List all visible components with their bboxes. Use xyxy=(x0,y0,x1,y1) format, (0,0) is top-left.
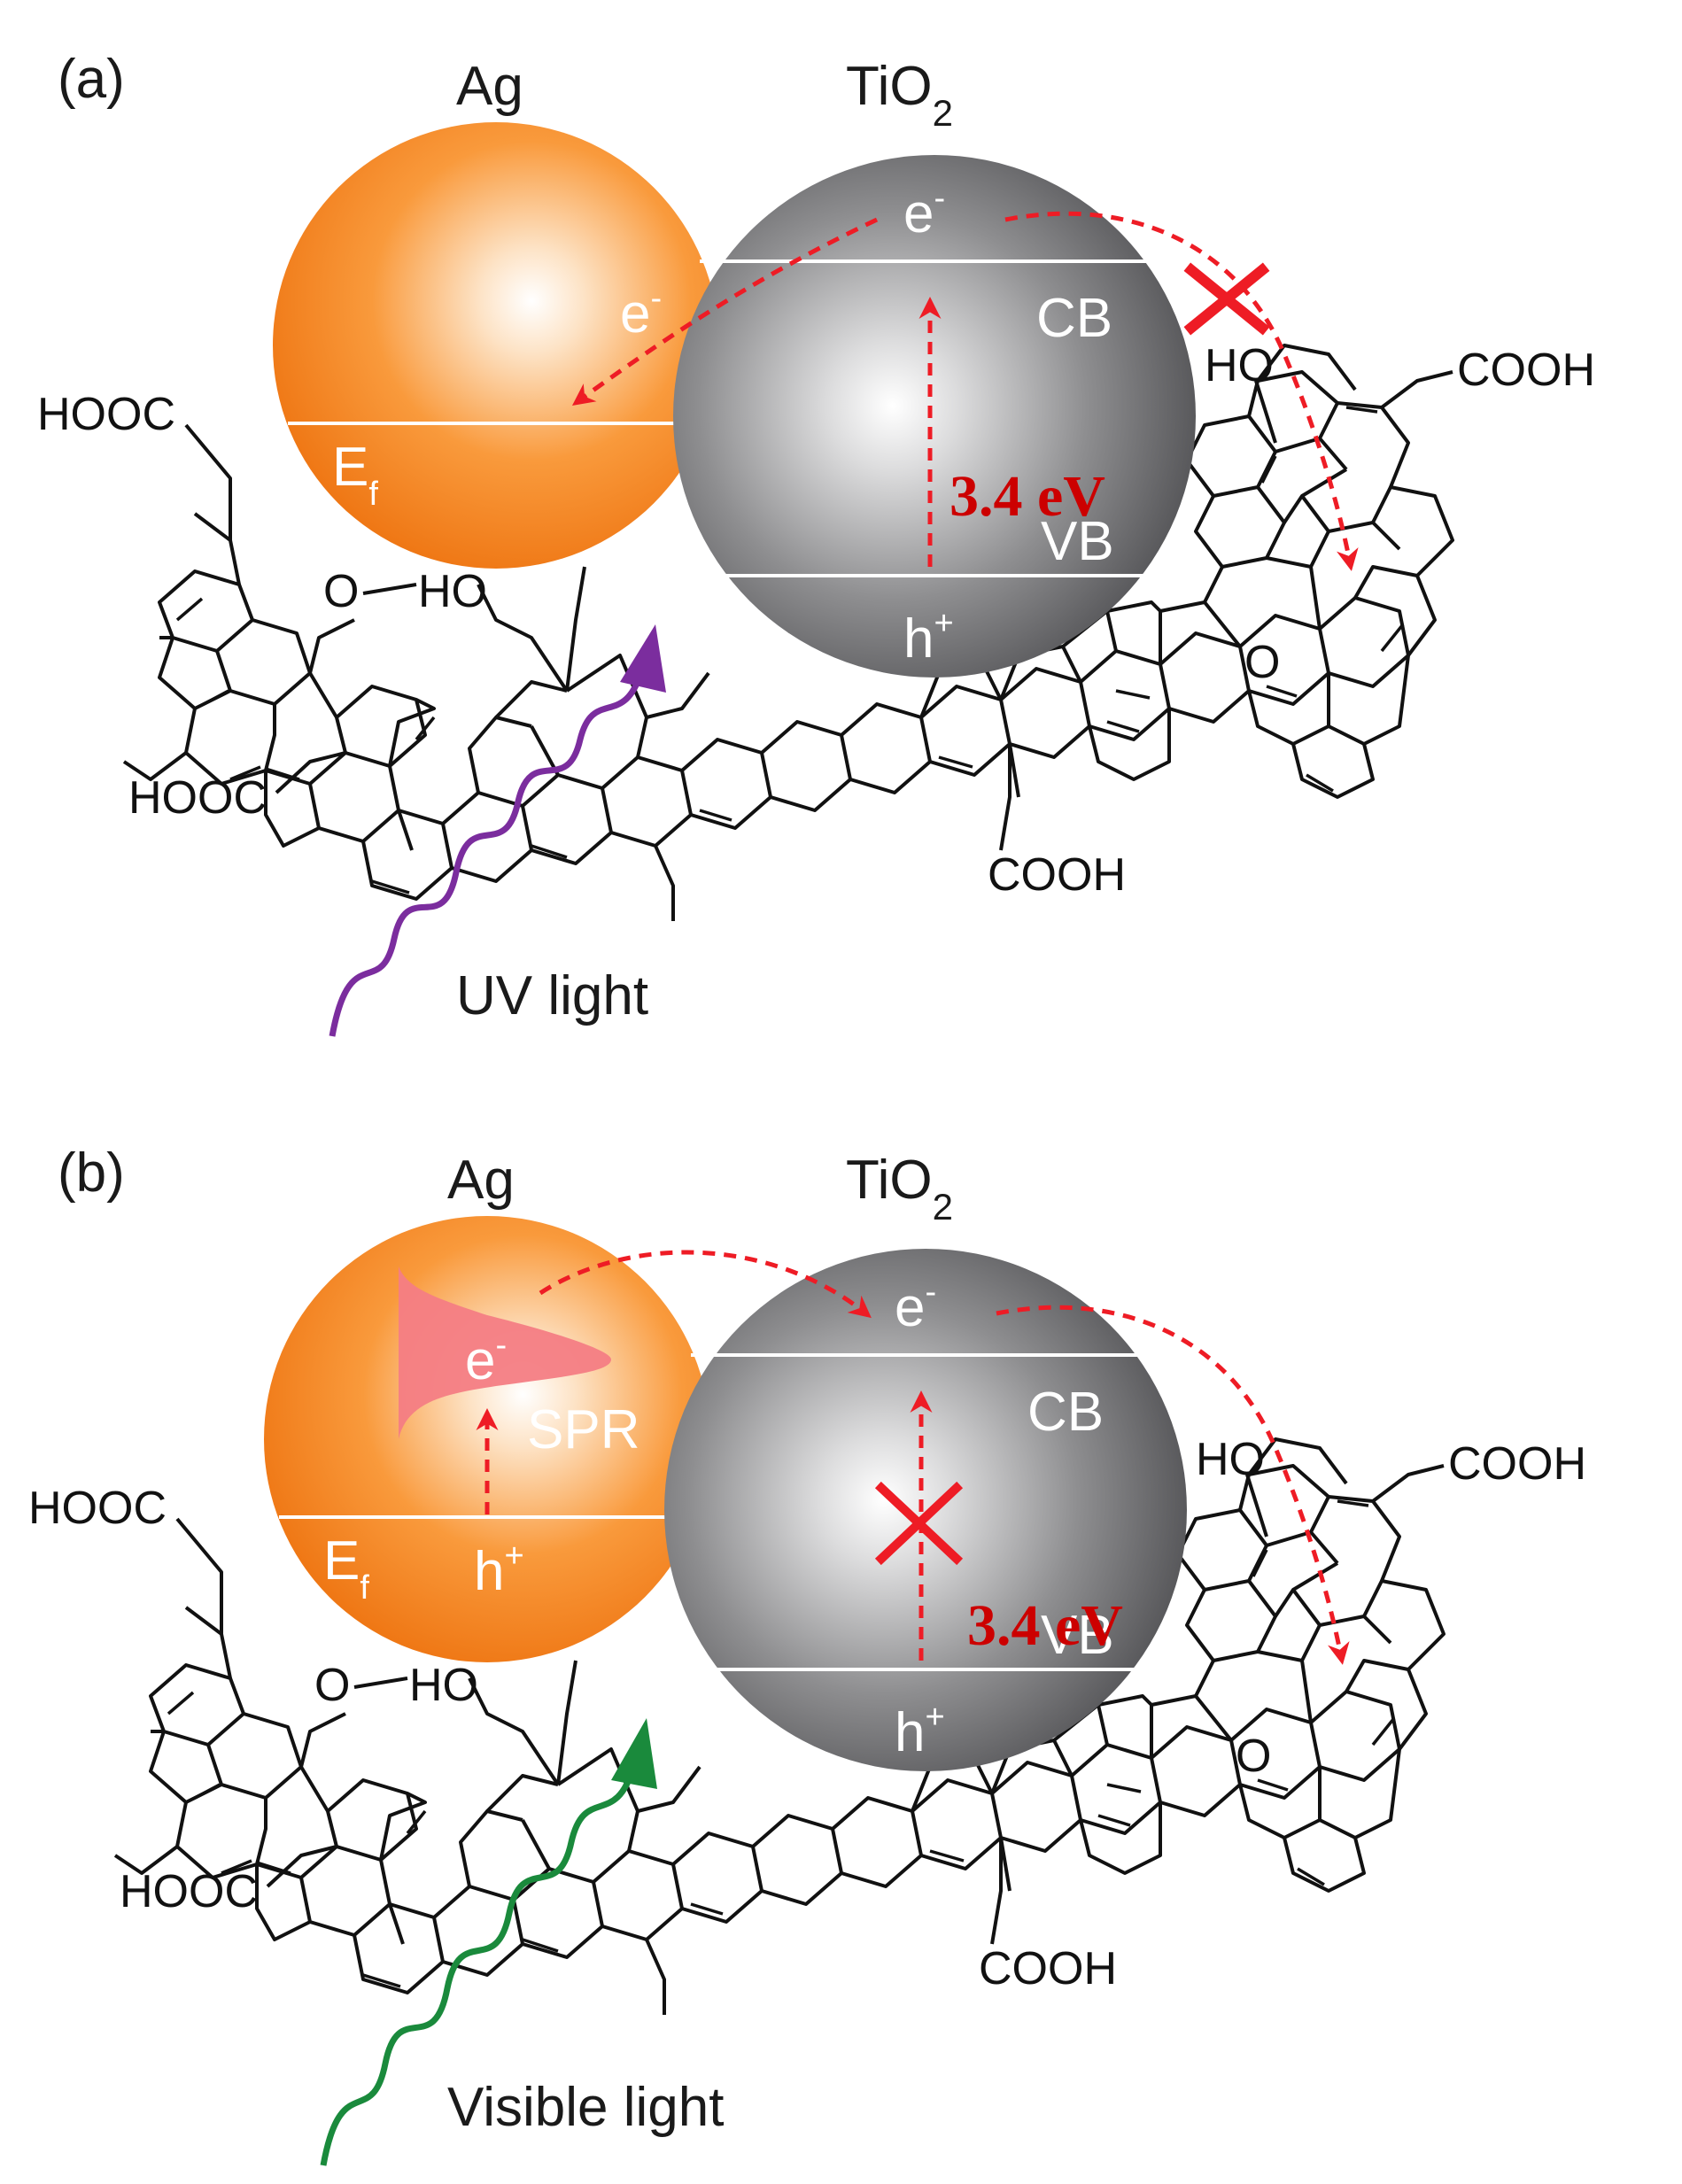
group-hooc-top: HOOC xyxy=(37,389,175,440)
group-ho-right: HO xyxy=(1205,340,1274,391)
spr-label: SPR xyxy=(527,1399,639,1460)
vb-label: VB xyxy=(1041,1605,1114,1666)
group-cooh-right: COOH xyxy=(1457,345,1595,396)
group-o-left: O xyxy=(314,1660,350,1711)
ag-electron-label: e- xyxy=(465,1327,507,1391)
fermi-level-label: Ef xyxy=(323,1530,369,1607)
uv-light-wave xyxy=(329,668,646,1037)
group-hooc-bottom: HOOC xyxy=(128,772,267,824)
group-o-right: O xyxy=(1244,637,1280,688)
tio2-label: TiO2 xyxy=(846,56,953,134)
group-hooc-top: HOOC xyxy=(28,1483,167,1534)
ag-label: Ag xyxy=(456,56,523,117)
visible-light-wave xyxy=(320,1766,637,2166)
tio2-nanoparticle xyxy=(664,1249,1187,1771)
uv-light-arrowhead xyxy=(620,624,666,693)
cb-label: CB xyxy=(1027,1382,1104,1443)
electron-transfer-to-graphene-arrow xyxy=(996,1305,1350,1665)
vb-label: VB xyxy=(1041,511,1114,572)
spr-electron-distribution xyxy=(399,1266,611,1439)
tio2-label: TiO2 xyxy=(846,1150,953,1228)
tio2-nanoparticle xyxy=(673,155,1196,678)
cb-label: CB xyxy=(1036,288,1112,349)
electron-transfer-to-graphene-arrow xyxy=(1004,211,1359,571)
group-o-right: O xyxy=(1236,1731,1271,1782)
panel-label-b: (b) xyxy=(58,1142,125,1204)
tio2-electron-label: e- xyxy=(895,1274,936,1338)
panel-label-a: (a) xyxy=(58,49,125,110)
tio2-hole-label: h+ xyxy=(895,1699,945,1763)
ag-hole-label: h+ xyxy=(474,1537,524,1602)
band-gap-label: 3.4 eV xyxy=(950,464,1105,529)
visible-light-arrowhead xyxy=(611,1718,657,1789)
blocked-cross-mark xyxy=(1183,262,1270,336)
light-label: Visible light xyxy=(447,2077,724,2138)
group-ho-left: HO xyxy=(418,566,487,617)
tio2-electron-label: e- xyxy=(903,180,945,244)
group-cooh-right: COOH xyxy=(1448,1438,1586,1490)
electron-transfer-to-ag-arrow xyxy=(571,217,879,406)
graphene-oxide-sheet: HOOC HOOC COOH COOH HO O HO O xyxy=(37,340,1595,921)
light-label: UV light xyxy=(456,965,648,1026)
band-gap-label: 3.4 eV xyxy=(967,1593,1123,1658)
ag-electron-label: e- xyxy=(620,280,662,345)
ag-label: Ag xyxy=(447,1150,515,1211)
group-ho-left: HO xyxy=(409,1660,478,1711)
group-o-left: O xyxy=(323,566,359,617)
tio2-hole-label: h+ xyxy=(903,605,954,670)
blocked-excitation-cross-mark xyxy=(874,1481,964,1566)
group-hooc-bottom: HOOC xyxy=(120,1866,258,1917)
ag-nanoparticle xyxy=(273,122,719,569)
panel-b: HOOC HOOC COOH COOH HO O HO O (b) Ag Ef … xyxy=(28,1142,1586,2166)
graphene-oxide-sheet: HOOC HOOC COOH COOH HO O HO O xyxy=(28,1434,1586,2015)
fermi-level-label: Ef xyxy=(332,437,378,513)
group-cooh-bottom: COOH xyxy=(979,1943,1117,1994)
group-ho-right: HO xyxy=(1196,1434,1265,1485)
panel-a: HOOC HOOC COOH COOH HO O HO O (a) Ag Ef … xyxy=(37,49,1595,1037)
group-cooh-bottom: COOH xyxy=(988,849,1126,901)
electron-injection-arrow xyxy=(539,1250,872,1319)
